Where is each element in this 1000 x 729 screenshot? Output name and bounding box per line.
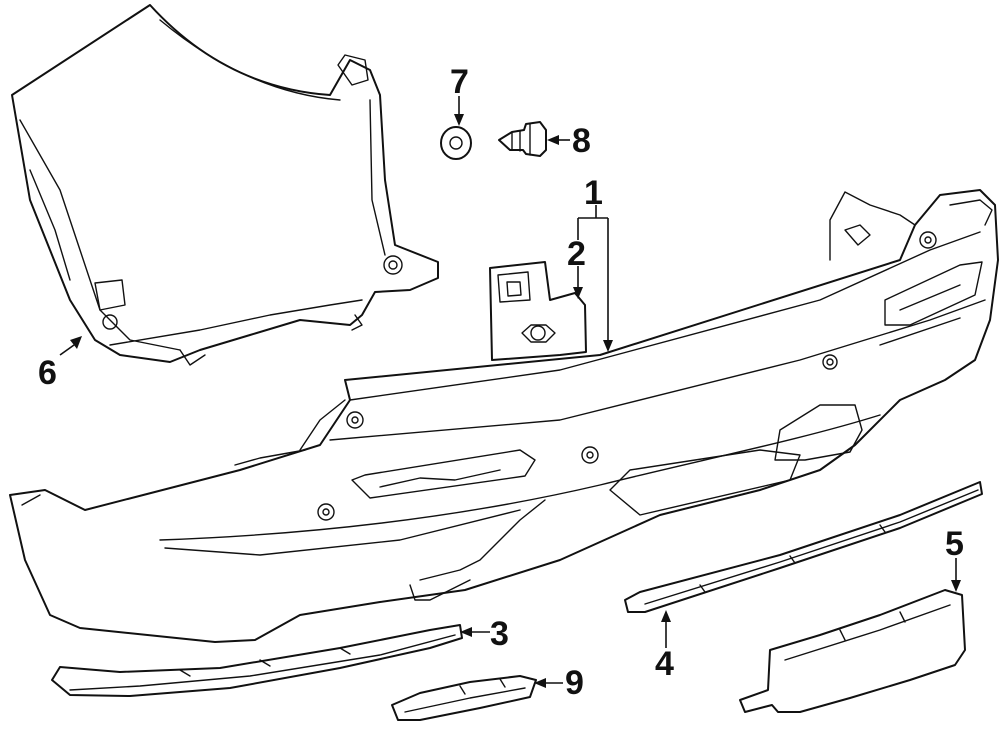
part-7-washer <box>440 126 472 160</box>
arrowhead-5 <box>951 580 961 592</box>
arrowhead-3 <box>460 627 472 637</box>
leader-lines <box>59 96 961 688</box>
arrowhead-1 <box>603 340 613 352</box>
callout-2: 2 <box>567 235 586 273</box>
callout-7: 7 <box>450 63 469 101</box>
part-4-molding-strip <box>624 481 983 613</box>
callout-8: 8 <box>572 122 591 160</box>
arrowhead-7 <box>454 114 464 126</box>
part-8-push-pin <box>498 121 547 157</box>
arrowhead-6 <box>70 336 82 349</box>
leader-1 <box>578 205 609 342</box>
part-3-lower-molding <box>51 624 463 697</box>
part-2-bracket <box>489 261 587 361</box>
part-9-small-reflector <box>391 675 537 721</box>
callout-5: 5 <box>945 525 964 563</box>
callout-1: 1 <box>584 174 603 212</box>
callout-3: 3 <box>490 615 509 653</box>
arrowhead-2 <box>573 287 583 299</box>
arrowhead-4 <box>661 610 671 622</box>
leader-6 <box>59 344 75 356</box>
part-6-quarter-panel <box>11 4 439 366</box>
callout-6: 6 <box>38 354 57 392</box>
callout-4: 4 <box>655 645 674 683</box>
arrowhead-9 <box>534 678 546 688</box>
part-1-bumper-cover <box>9 189 999 643</box>
part-5-end-cap <box>739 589 966 713</box>
callout-9: 9 <box>565 664 584 702</box>
arrowhead-8 <box>547 135 559 145</box>
callout-labels: 1 2 3 4 5 6 7 8 9 <box>38 63 964 702</box>
